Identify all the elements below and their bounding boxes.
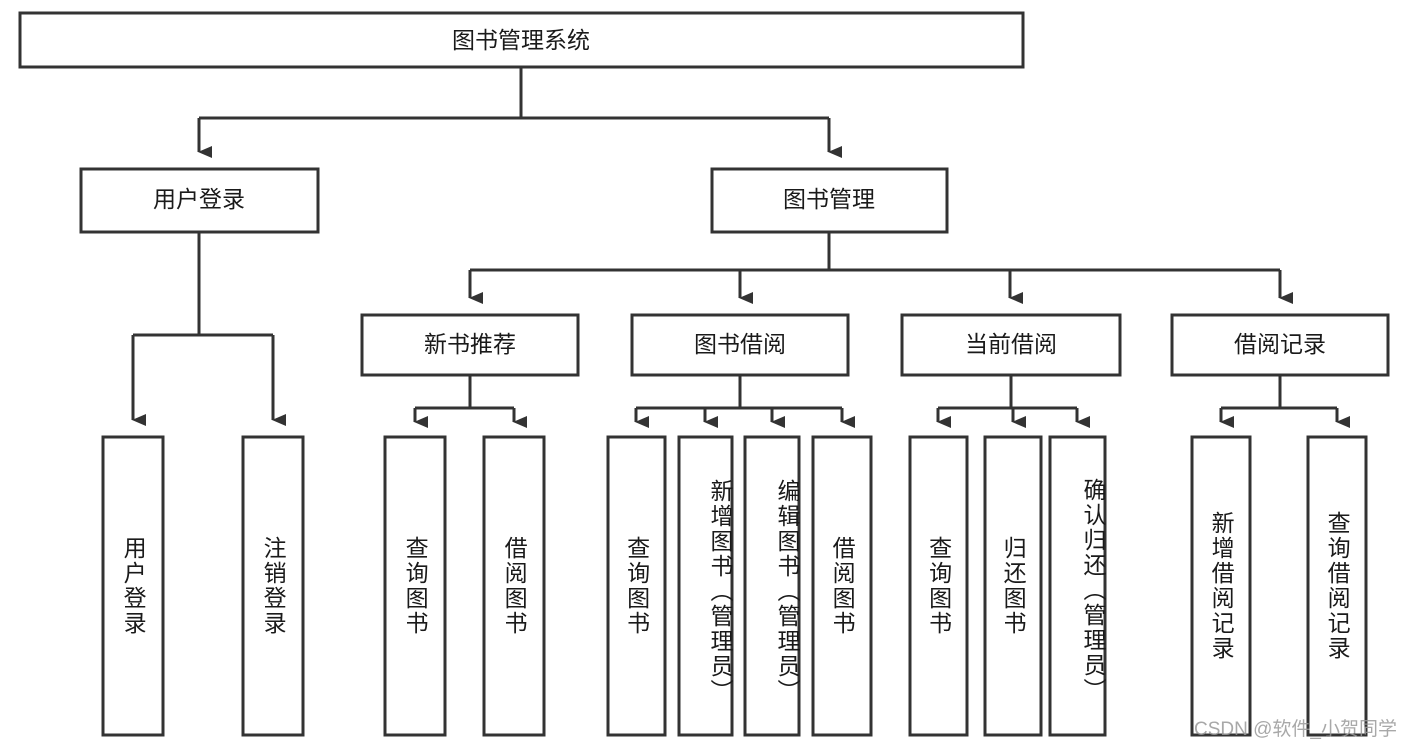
connector-current-borrow-to-leaves [936, 375, 1090, 428]
leaf-box-query-book-borrow[interactable] [606, 435, 667, 737]
csdn-watermark: CSDN @软件_小贺同学 [1194, 719, 1397, 740]
node-root-system[interactable]: 图书管理系统 [18, 11, 1025, 69]
node-new-book-recommend[interactable]: 新书推荐 [360, 313, 580, 377]
node-new-book-recommend-label: 新书推荐 [424, 331, 516, 357]
node-book-management-label: 图书管理 [783, 186, 875, 212]
leaf-box-borrow-book[interactable] [811, 435, 873, 737]
node-book-borrow-label: 图书借阅 [694, 331, 786, 357]
node-borrow-record[interactable]: 借阅记录 [1170, 313, 1390, 377]
leaf-box-return-book[interactable] [983, 435, 1043, 737]
leaf-box-query-book-current[interactable] [908, 435, 969, 737]
node-user-login[interactable]: 用户登录 [79, 167, 320, 234]
leaf-box-query-borrow-record[interactable] [1306, 435, 1368, 737]
connector-new-book-to-leaves [413, 375, 527, 428]
leaf-box-borrow-book-newbook[interactable] [482, 435, 546, 737]
leaf-box-confirm-return-admin[interactable] [1048, 435, 1107, 737]
leaf-box-logout-login[interactable] [241, 435, 305, 737]
leaf-box-add-borrow-record[interactable] [1190, 435, 1252, 737]
connector-borrow-record-to-leaves [1219, 375, 1350, 428]
node-current-borrow-label: 当前借阅 [965, 331, 1057, 357]
leaf-box-edit-book-admin[interactable] [743, 435, 801, 737]
leaf-box-user-login[interactable] [101, 435, 165, 737]
leaf-box-add-book-admin[interactable] [677, 435, 734, 737]
node-borrow-record-label: 借阅记录 [1234, 331, 1326, 357]
node-book-borrow[interactable]: 图书借阅 [630, 313, 850, 377]
node-current-borrow[interactable]: 当前借阅 [900, 313, 1122, 377]
leaf-boxes [101, 435, 1368, 737]
connector-book-borrow-to-leaves [634, 375, 855, 428]
connector-book-management-to-level3 [468, 232, 1293, 304]
node-user-login-label: 用户登录 [153, 186, 245, 212]
node-book-management[interactable]: 图书管理 [710, 167, 949, 234]
connector-root-to-level2 [197, 67, 842, 158]
leaf-box-query-book-newbook[interactable] [383, 435, 447, 737]
connector-user-login-to-leaves [131, 232, 286, 426]
node-root-system-label: 图书管理系统 [452, 27, 590, 53]
